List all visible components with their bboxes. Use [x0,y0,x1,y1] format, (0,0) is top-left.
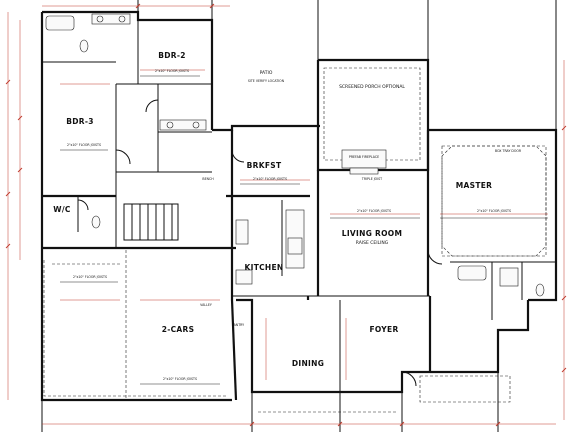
sink-icon [166,121,174,129]
room-label-bdr3: BDR-3 [66,117,94,126]
sink-icon [192,121,200,129]
valley-label: VALLEY [200,303,212,307]
patio-label: PATIO [260,70,273,76]
room-label-dining: DINING [292,359,324,368]
toilet-icon [79,39,89,53]
room-label-living: LIVING ROOM [342,229,403,238]
pantry-label: PANTRY [232,323,244,327]
fireplace-icon [341,149,387,169]
screened-porch-label: SCREENED PORCH OPTIONAL [339,84,405,90]
bench-label: BENCH [202,177,214,181]
sink-icon [96,15,104,23]
box-tray-label: BOX TRAY DOOR [495,149,522,153]
hearth-icon [349,167,379,175]
range-icon [235,219,249,245]
room-label-foyer: FOYER [369,325,398,334]
vanity-icon [159,119,207,131]
room-label-bdr2: BDR-2 [158,51,186,60]
toilet-icon [91,215,101,229]
bath-fixtures [45,13,545,297]
joist-note-bdr2: 2"x10" FLOOR JOISTS [155,69,189,73]
room-label-brkfst: BRKFST [247,161,282,170]
stair [123,203,179,241]
joist-note-bdr3: 2"x10" FLOOR JOISTS [67,143,101,147]
shower-icon [499,267,519,287]
room-label-wic: W/C [53,205,71,214]
joist-note-living: 2"x10" FLOOR JOISTS [357,209,391,213]
fridge-icon [235,269,253,285]
patio-note: SITE VERIFY LOCATION [248,79,285,83]
living-raise-ceiling: RAISE CEILING [356,240,389,246]
dimension-lines [5,3,567,427]
room-label-kitchen: KITCHEN [245,263,284,272]
doors [77,99,443,387]
room-label-garage: 2-CARS [162,325,195,334]
kitchen-fixtures [235,149,387,285]
sink-icon [118,15,126,23]
fireplace-label: PREFAB FIREPLACE [349,155,379,159]
joist-note-garage: 2"x10" FLOOR JOISTS [73,275,107,279]
joist-note-brkfst: 2"x10" FLOOR JOISTS [253,177,287,181]
room-label-master: MASTER [456,181,492,190]
kitchen-sink-icon [287,237,303,255]
vanity-icon [91,13,131,25]
exterior-walls [40,0,558,432]
joist-note-master: 2"x10" FLOOR JOISTS [477,209,511,213]
toilet-icon [535,283,545,297]
triple-joist-label: TRIPLE JOIST [361,177,382,181]
joist-note-garage-2: 2"x10" FLOOR JOISTS [163,377,197,381]
joist-arrows [60,75,548,385]
tub-icon [457,265,487,281]
bathtub-icon [45,15,75,31]
